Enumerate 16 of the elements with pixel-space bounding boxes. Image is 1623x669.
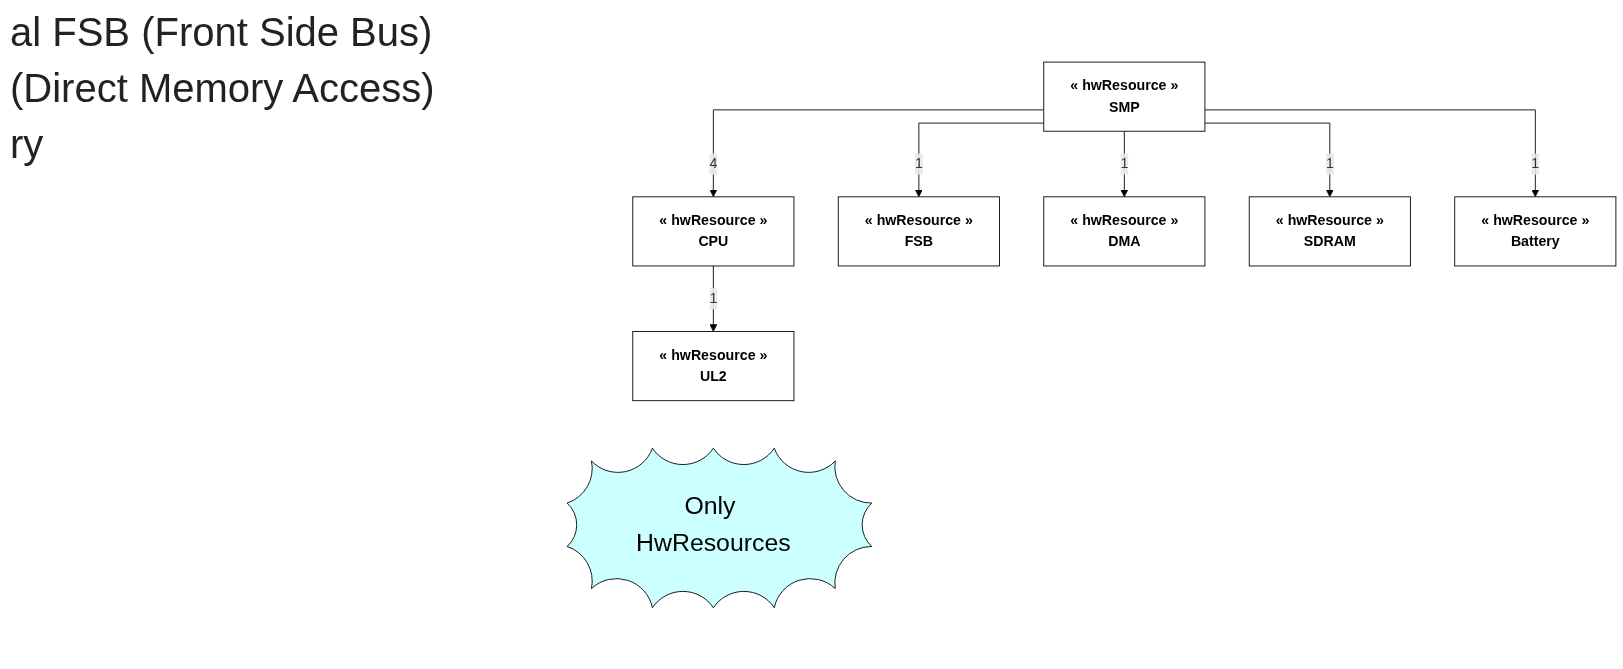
node-box: « hwResource » DMA (1043, 195, 1206, 266)
note-text: al FSB (Front Side Bus) (10, 9, 434, 56)
note-text: ry (10, 121, 45, 168)
node-box: « hwResource » FSB (837, 195, 1000, 266)
edge-label: 1 (1120, 155, 1129, 171)
node-box: « hwResource » SDRAM (1248, 195, 1411, 266)
edge-label: 1 (914, 155, 923, 171)
edge-label: 1 (1325, 155, 1334, 171)
node-box: « hwResource » SMP (1043, 61, 1206, 132)
note-text: (Direct Memory Access) (10, 65, 436, 112)
node-box: « hwResource » Battery (1454, 195, 1617, 266)
edge-label: 1 (1531, 155, 1540, 171)
edge-label: 1 (709, 290, 718, 306)
edge-label: 4 (709, 155, 718, 171)
node-box: « hwResource » UL2 (632, 330, 795, 401)
node-box: « hwResource » CPU (632, 195, 795, 266)
